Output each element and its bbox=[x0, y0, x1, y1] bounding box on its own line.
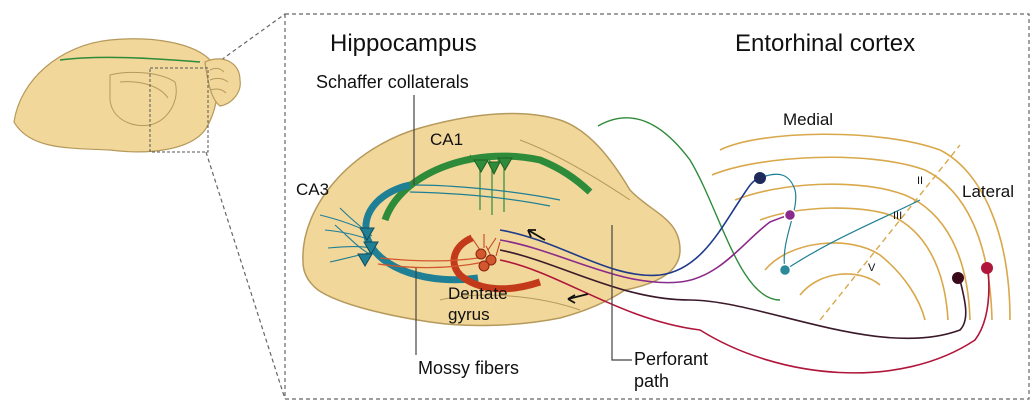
mossy-label: Mossy fibers bbox=[418, 358, 519, 379]
ca1-label: CA1 bbox=[430, 130, 463, 150]
zoom-line-bottom bbox=[206, 152, 285, 399]
ec-neuron-lateral-1 bbox=[952, 272, 964, 284]
rat-brain-thumbnail bbox=[14, 39, 240, 152]
ec-neuron-medial-ii bbox=[754, 172, 766, 184]
granule-cell-3 bbox=[479, 261, 489, 271]
ca3-label: CA3 bbox=[296, 180, 329, 200]
layer-ii-label: II bbox=[917, 175, 923, 187]
schaffer-label: Schaffer collaterals bbox=[316, 72, 469, 93]
dentate-label: Dentate gyrus bbox=[448, 283, 518, 325]
entorhinal-layers bbox=[712, 134, 1010, 320]
ec-neuron-medial-v bbox=[780, 265, 791, 276]
lateral-label: Lateral bbox=[962, 182, 1014, 202]
granule-cell-1 bbox=[476, 249, 486, 259]
perforant-label: Perforant path bbox=[634, 348, 724, 392]
ec-neuron-lateral-2 bbox=[981, 262, 993, 274]
medial-label: Medial bbox=[783, 110, 833, 130]
layer-iii-label: III bbox=[893, 210, 902, 222]
layer-v-label: V bbox=[868, 262, 875, 274]
entorhinal-title: Entorhinal cortex bbox=[735, 30, 915, 58]
medial-lateral-divider bbox=[820, 145, 960, 320]
hippocampus-title: Hippocampus bbox=[330, 30, 477, 58]
ec-neuron-medial-iii bbox=[785, 210, 796, 221]
